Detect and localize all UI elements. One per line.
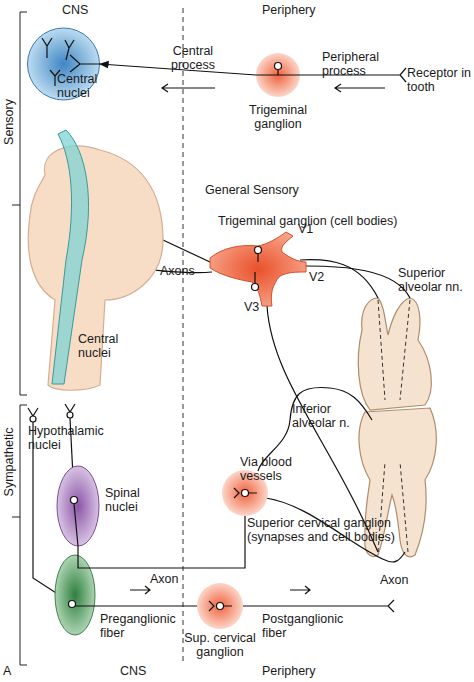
edge-label: Axon	[150, 572, 179, 586]
text-label: Via blood vessels	[240, 455, 310, 483]
node-label: Superior cervical ganglion (synapses and…	[247, 516, 422, 544]
neuron-soma	[252, 284, 259, 291]
ganglion-fill	[197, 583, 243, 629]
preganglionic-fiber	[76, 600, 205, 612]
ganglion-circle: Sup. cervical ganglion	[197, 583, 243, 629]
text-label: CNS	[120, 664, 146, 678]
text-label: Preganglionic fiber	[100, 612, 180, 640]
nerve-connector	[78, 516, 245, 568]
text-label: V1	[298, 222, 313, 236]
shape-group	[210, 232, 306, 306]
text-label: Peripheral process	[322, 50, 386, 78]
nucleus-ellipse: Central nuclei	[27, 28, 100, 100]
postganglionic-fiber	[243, 600, 394, 612]
text-label: CNS	[62, 3, 88, 17]
synapse-symbol	[209, 601, 232, 611]
synapse-symbol	[234, 488, 257, 498]
brainstem-fill	[28, 146, 163, 390]
nerve-connector	[163, 240, 210, 262]
shape-outline	[256, 53, 300, 97]
neuron-stalk	[255, 254, 258, 284]
direction-arrow	[290, 586, 310, 594]
node-label: Central nuclei	[78, 332, 128, 360]
ganglion-shape: Trigeminal ganglion (cell bodies)	[208, 240, 308, 308]
nerve-line	[306, 266, 410, 298]
text-label: Periphery	[262, 3, 316, 17]
neuron-soma	[67, 412, 73, 418]
text-label: V3	[244, 300, 259, 314]
neuron-soma	[217, 603, 224, 610]
text-label: Axon	[380, 573, 409, 587]
node-label: Sup. cervical ganglion	[175, 631, 265, 659]
cns-divider	[183, 8, 184, 662]
shape-outline	[197, 583, 243, 629]
nucleus-ellipse: Spinal nuclei	[57, 466, 99, 546]
neuron-soma	[71, 497, 78, 504]
text-label: General Sensory	[205, 183, 299, 197]
edge-label: Central process	[164, 44, 222, 72]
group-label: Sensory	[2, 67, 16, 177]
nerve-line	[267, 306, 378, 552]
node-label: Trigeminal ganglion	[238, 103, 318, 131]
neuron-soma	[275, 63, 282, 70]
neuron-soma	[30, 416, 36, 422]
text-label: Hypothalamic nuclei	[28, 424, 110, 452]
text-label: A	[3, 664, 11, 678]
text-label: Superior alveolar nn.	[398, 266, 472, 294]
neuron-soma	[242, 490, 249, 497]
text-label: Postganglionic fiber	[262, 612, 350, 640]
text-label: Inferior alveolar n.	[292, 402, 368, 430]
edge-label: Axons	[160, 264, 195, 278]
ganglion-fill	[256, 53, 300, 97]
node-label: Spinal nuclei	[105, 486, 155, 514]
direction-arrow	[130, 586, 150, 594]
shape-group	[256, 53, 300, 97]
shape-group	[57, 466, 99, 546]
nerve-line	[300, 260, 378, 298]
text-label: V2	[309, 270, 324, 284]
pulp-nerve	[378, 300, 410, 552]
shape-group	[28, 130, 163, 390]
shape-outline	[208, 240, 308, 308]
direction-arrow	[162, 84, 215, 92]
sensory-bracket	[12, 12, 27, 395]
text-label: Receptor in tooth	[407, 66, 473, 94]
neuron-soma	[255, 247, 262, 254]
axon-line	[256, 70, 300, 76]
text-label: Periphery	[262, 664, 316, 678]
ganglion-fill	[210, 232, 306, 306]
node-label: Central nuclei	[57, 72, 103, 100]
brainstem-shape: Central nuclei	[18, 128, 163, 390]
group-label: Sympathetic	[2, 407, 16, 517]
shape-group	[197, 583, 243, 629]
direction-arrow	[335, 84, 385, 92]
preganglionic-nucleus	[55, 555, 95, 635]
upper-tooth	[358, 298, 431, 410]
axon-line	[74, 504, 78, 547]
neuron-soma	[69, 601, 76, 608]
ganglion-circle: Trigeminal ganglion	[256, 53, 300, 97]
nucleus-fill	[57, 466, 99, 546]
shape-outline	[57, 466, 99, 546]
